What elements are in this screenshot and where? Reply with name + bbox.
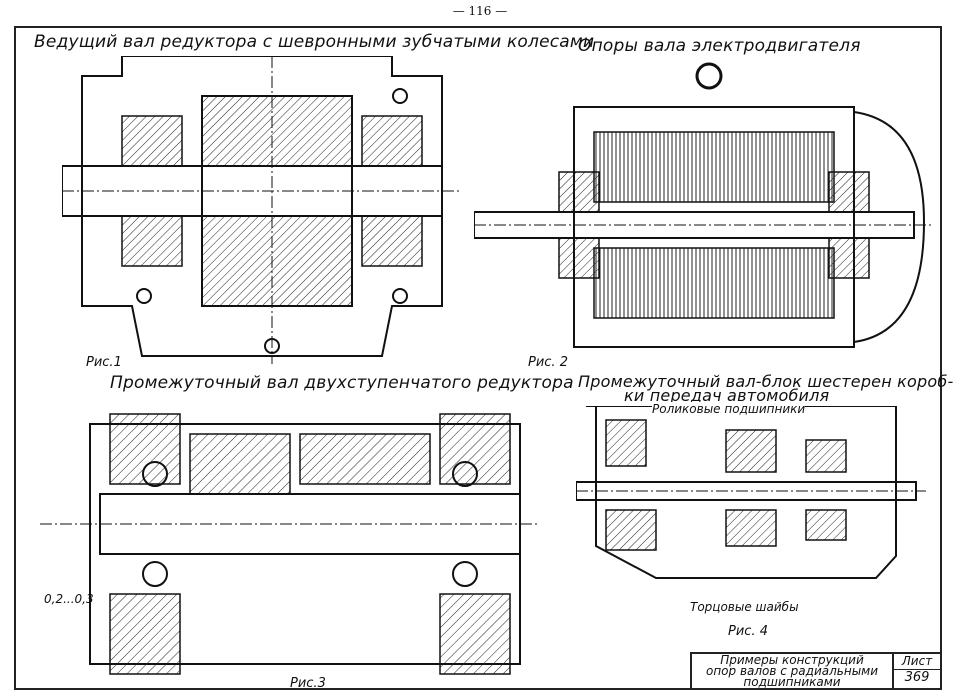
fig1-drawing xyxy=(62,56,462,364)
title-block: Примеры конструкций опор валов с радиаль… xyxy=(690,652,940,688)
fig4-title-line2: ки передач автомобиля xyxy=(624,386,830,405)
title-block-sheet: Лист 369 xyxy=(894,654,940,688)
fig4-drawing xyxy=(576,406,926,579)
fig1-label: Рис.1 xyxy=(86,355,122,370)
fig3-drawing xyxy=(40,413,540,675)
fig3-label: Рис.3 xyxy=(290,676,326,691)
title-block-line3: подшипниками xyxy=(743,675,841,689)
fig4-callout-thrust-washers: Торцовые шайбы xyxy=(690,600,799,614)
fig3-dimension: 0,2...0,3 xyxy=(44,592,94,606)
fig3-title: Промежуточный вал двухступенчатого редук… xyxy=(110,373,574,393)
page-number: — 116 — xyxy=(452,4,508,18)
drawing-frame xyxy=(14,26,942,690)
fig2-drawing xyxy=(474,62,934,348)
title-block-line1: Примеры конструкций xyxy=(720,653,864,667)
sheet-label: Лист xyxy=(901,654,933,668)
fig2-label: Рис. 2 xyxy=(528,355,568,370)
title-block-line2: опор валов с радиальными xyxy=(705,664,879,678)
fig1-title: Ведущий вал редуктора с шевронными зубча… xyxy=(34,32,595,52)
sheet-number: 369 xyxy=(894,669,940,686)
fig4-title-line1: Промежуточный вал-блок шестерен короб- xyxy=(578,372,954,391)
fig4-label: Рис. 4 xyxy=(728,624,768,639)
title-block-description: Примеры конструкций опор валов с радиаль… xyxy=(692,654,894,688)
fig2-title: Опоры вала электродвигателя xyxy=(578,36,861,56)
fig4-callout-roller-bearings: Роликовые подшипники xyxy=(652,402,806,416)
